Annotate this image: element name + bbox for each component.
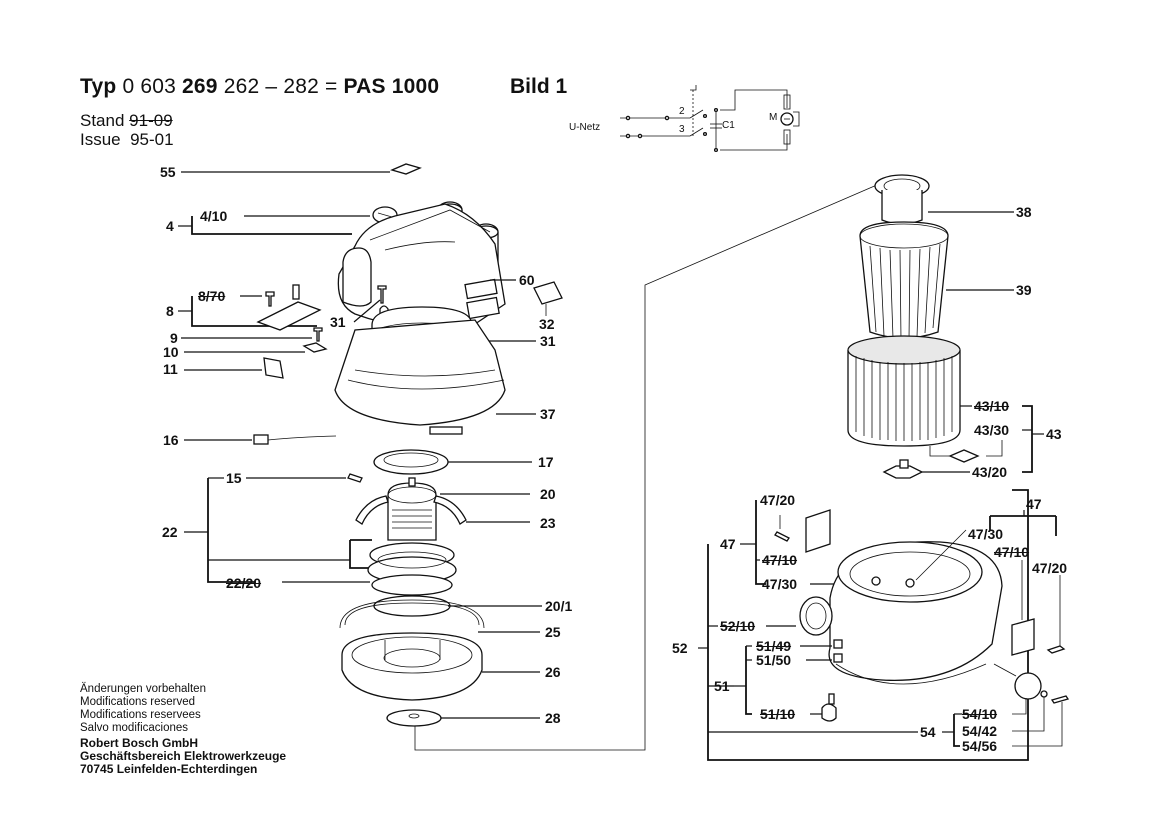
motor-label: M: [769, 112, 778, 123]
part-47-left[interactable]: 47: [720, 536, 736, 552]
carbon-brush-15: [347, 473, 363, 483]
switch-pin-2: 2: [679, 106, 685, 117]
part-20-1[interactable]: 20/1: [545, 598, 573, 614]
footer-notice: Änderungen vorbehalten Modifications res…: [80, 683, 286, 776]
stand-row: Stand 91-09: [80, 111, 173, 130]
typ-number-bold: 269: [182, 75, 218, 98]
latch-47-10-right: [1011, 618, 1035, 656]
part-54-10[interactable]: 54/10: [962, 706, 998, 722]
plug-16: [253, 434, 269, 445]
part-23[interactable]: 23: [540, 515, 556, 531]
footer-line: Änderungen vorbehalten: [80, 683, 206, 695]
label-sticker-55: [390, 163, 422, 175]
part-39[interactable]: 39: [1016, 282, 1032, 298]
part-43[interactable]: 43: [1046, 426, 1062, 442]
capacitor-label: C1: [722, 120, 735, 131]
part-54-56[interactable]: 54/56: [962, 738, 998, 754]
part-31-left[interactable]: 31: [330, 314, 346, 330]
footer-line: Modifications reservees: [80, 709, 201, 721]
typ-label: Typ: [80, 75, 117, 98]
part-47-right[interactable]: 47: [1026, 496, 1042, 512]
part-10[interactable]: 10: [163, 344, 179, 360]
part-25[interactable]: 25: [545, 624, 561, 640]
part-32[interactable]: 32: [539, 316, 555, 332]
switch-board-8: [256, 301, 322, 331]
motor-20: [355, 477, 467, 596]
switch-pin-3: 3: [679, 124, 685, 135]
part-43-20[interactable]: 43/20: [972, 464, 1008, 480]
filter-cage-39: [859, 221, 949, 341]
part-37[interactable]: 37: [540, 406, 556, 422]
part-52-10[interactable]: 52/10: [720, 618, 756, 634]
label-11: [263, 357, 284, 379]
part-31-right[interactable]: 31: [540, 333, 556, 349]
part-8[interactable]: 8: [166, 303, 174, 319]
document-title: Typ 0 603 269 262 – 282 = PAS 1000: [80, 75, 439, 99]
part-22[interactable]: 22: [162, 524, 178, 540]
part-51[interactable]: 51: [714, 678, 730, 694]
part-55[interactable]: 55: [160, 164, 176, 180]
part-4[interactable]: 4: [166, 218, 174, 234]
typ-number-prefix: 0 603: [122, 75, 176, 98]
part-60[interactable]: 60: [519, 272, 535, 288]
part-4-10[interactable]: 4/10: [200, 208, 228, 224]
screw-8-70: [265, 291, 275, 307]
part-47-30-left[interactable]: 47/30: [762, 576, 798, 592]
part-38[interactable]: 38: [1016, 204, 1032, 220]
typ-range: 262 – 282: [223, 75, 319, 98]
part-47-10-right[interactable]: 47/10: [994, 544, 1030, 560]
supply-label: U-Netz: [569, 122, 601, 133]
filter-basket-38: [874, 174, 930, 225]
part-51-49[interactable]: 51/49: [756, 638, 792, 654]
stand-label: Stand: [80, 111, 125, 130]
equals-sign: =: [325, 75, 338, 98]
part-51-10[interactable]: 51/10: [760, 706, 796, 722]
footer-line: Salvo modificaciones: [80, 722, 189, 734]
part-11[interactable]: 11: [163, 361, 178, 377]
wheel-54-10: [1014, 672, 1042, 700]
part-47-20-left[interactable]: 47/20: [760, 492, 796, 508]
part-51-50[interactable]: 51/50: [756, 652, 792, 668]
company-line: Geschäftsbereich Elektrowerkzeuge: [80, 749, 287, 763]
part-43-10[interactable]: 43/10: [974, 398, 1010, 414]
figure-label: Bild 1: [510, 75, 568, 98]
latch-47-10-left: [805, 509, 831, 553]
part-15[interactable]: 15: [226, 470, 242, 486]
part-54-42[interactable]: 54/42: [962, 723, 998, 739]
castor-51-10: [821, 703, 837, 722]
label-43-30: [948, 449, 980, 463]
base-26: [341, 632, 483, 701]
company-line: 70745 Leinfelden-Echterdingen: [80, 762, 258, 776]
issue-row: Issue 95-01: [80, 130, 174, 149]
part-47-30-right[interactable]: 47/30: [968, 526, 1004, 542]
issue-value: 95-01: [130, 130, 174, 149]
part-16[interactable]: 16: [163, 432, 179, 448]
motor-housing-37: [334, 306, 506, 435]
part-22-20[interactable]: 22/20: [226, 575, 262, 591]
filter-cartridge-43-10: [847, 335, 961, 447]
label-32: [533, 281, 563, 305]
part-28[interactable]: 28: [545, 710, 561, 726]
part-9[interactable]: 9: [170, 330, 178, 346]
part-17[interactable]: 17: [538, 454, 554, 470]
part-8-70[interactable]: 8/70: [198, 288, 226, 304]
part-20[interactable]: 20: [540, 486, 556, 502]
part-47-10-left[interactable]: 47/10: [762, 552, 798, 568]
circuit-diagram: [620, 85, 800, 153]
part-26[interactable]: 26: [545, 664, 561, 680]
part-52[interactable]: 52: [672, 640, 688, 656]
company-line: Robert Bosch GmbH: [80, 736, 199, 750]
part-43-30[interactable]: 43/30: [974, 422, 1010, 438]
container-52: [799, 541, 1035, 685]
stand-value: 91-09: [129, 111, 173, 130]
footer-line: Modifications reserved: [80, 696, 196, 708]
issue-label: Issue: [80, 130, 121, 149]
part-54[interactable]: 54: [920, 724, 936, 740]
model-name: PAS 1000: [343, 75, 440, 98]
motor-cover-part-4: [337, 201, 506, 329]
part-47-20-right[interactable]: 47/20: [1032, 560, 1068, 576]
